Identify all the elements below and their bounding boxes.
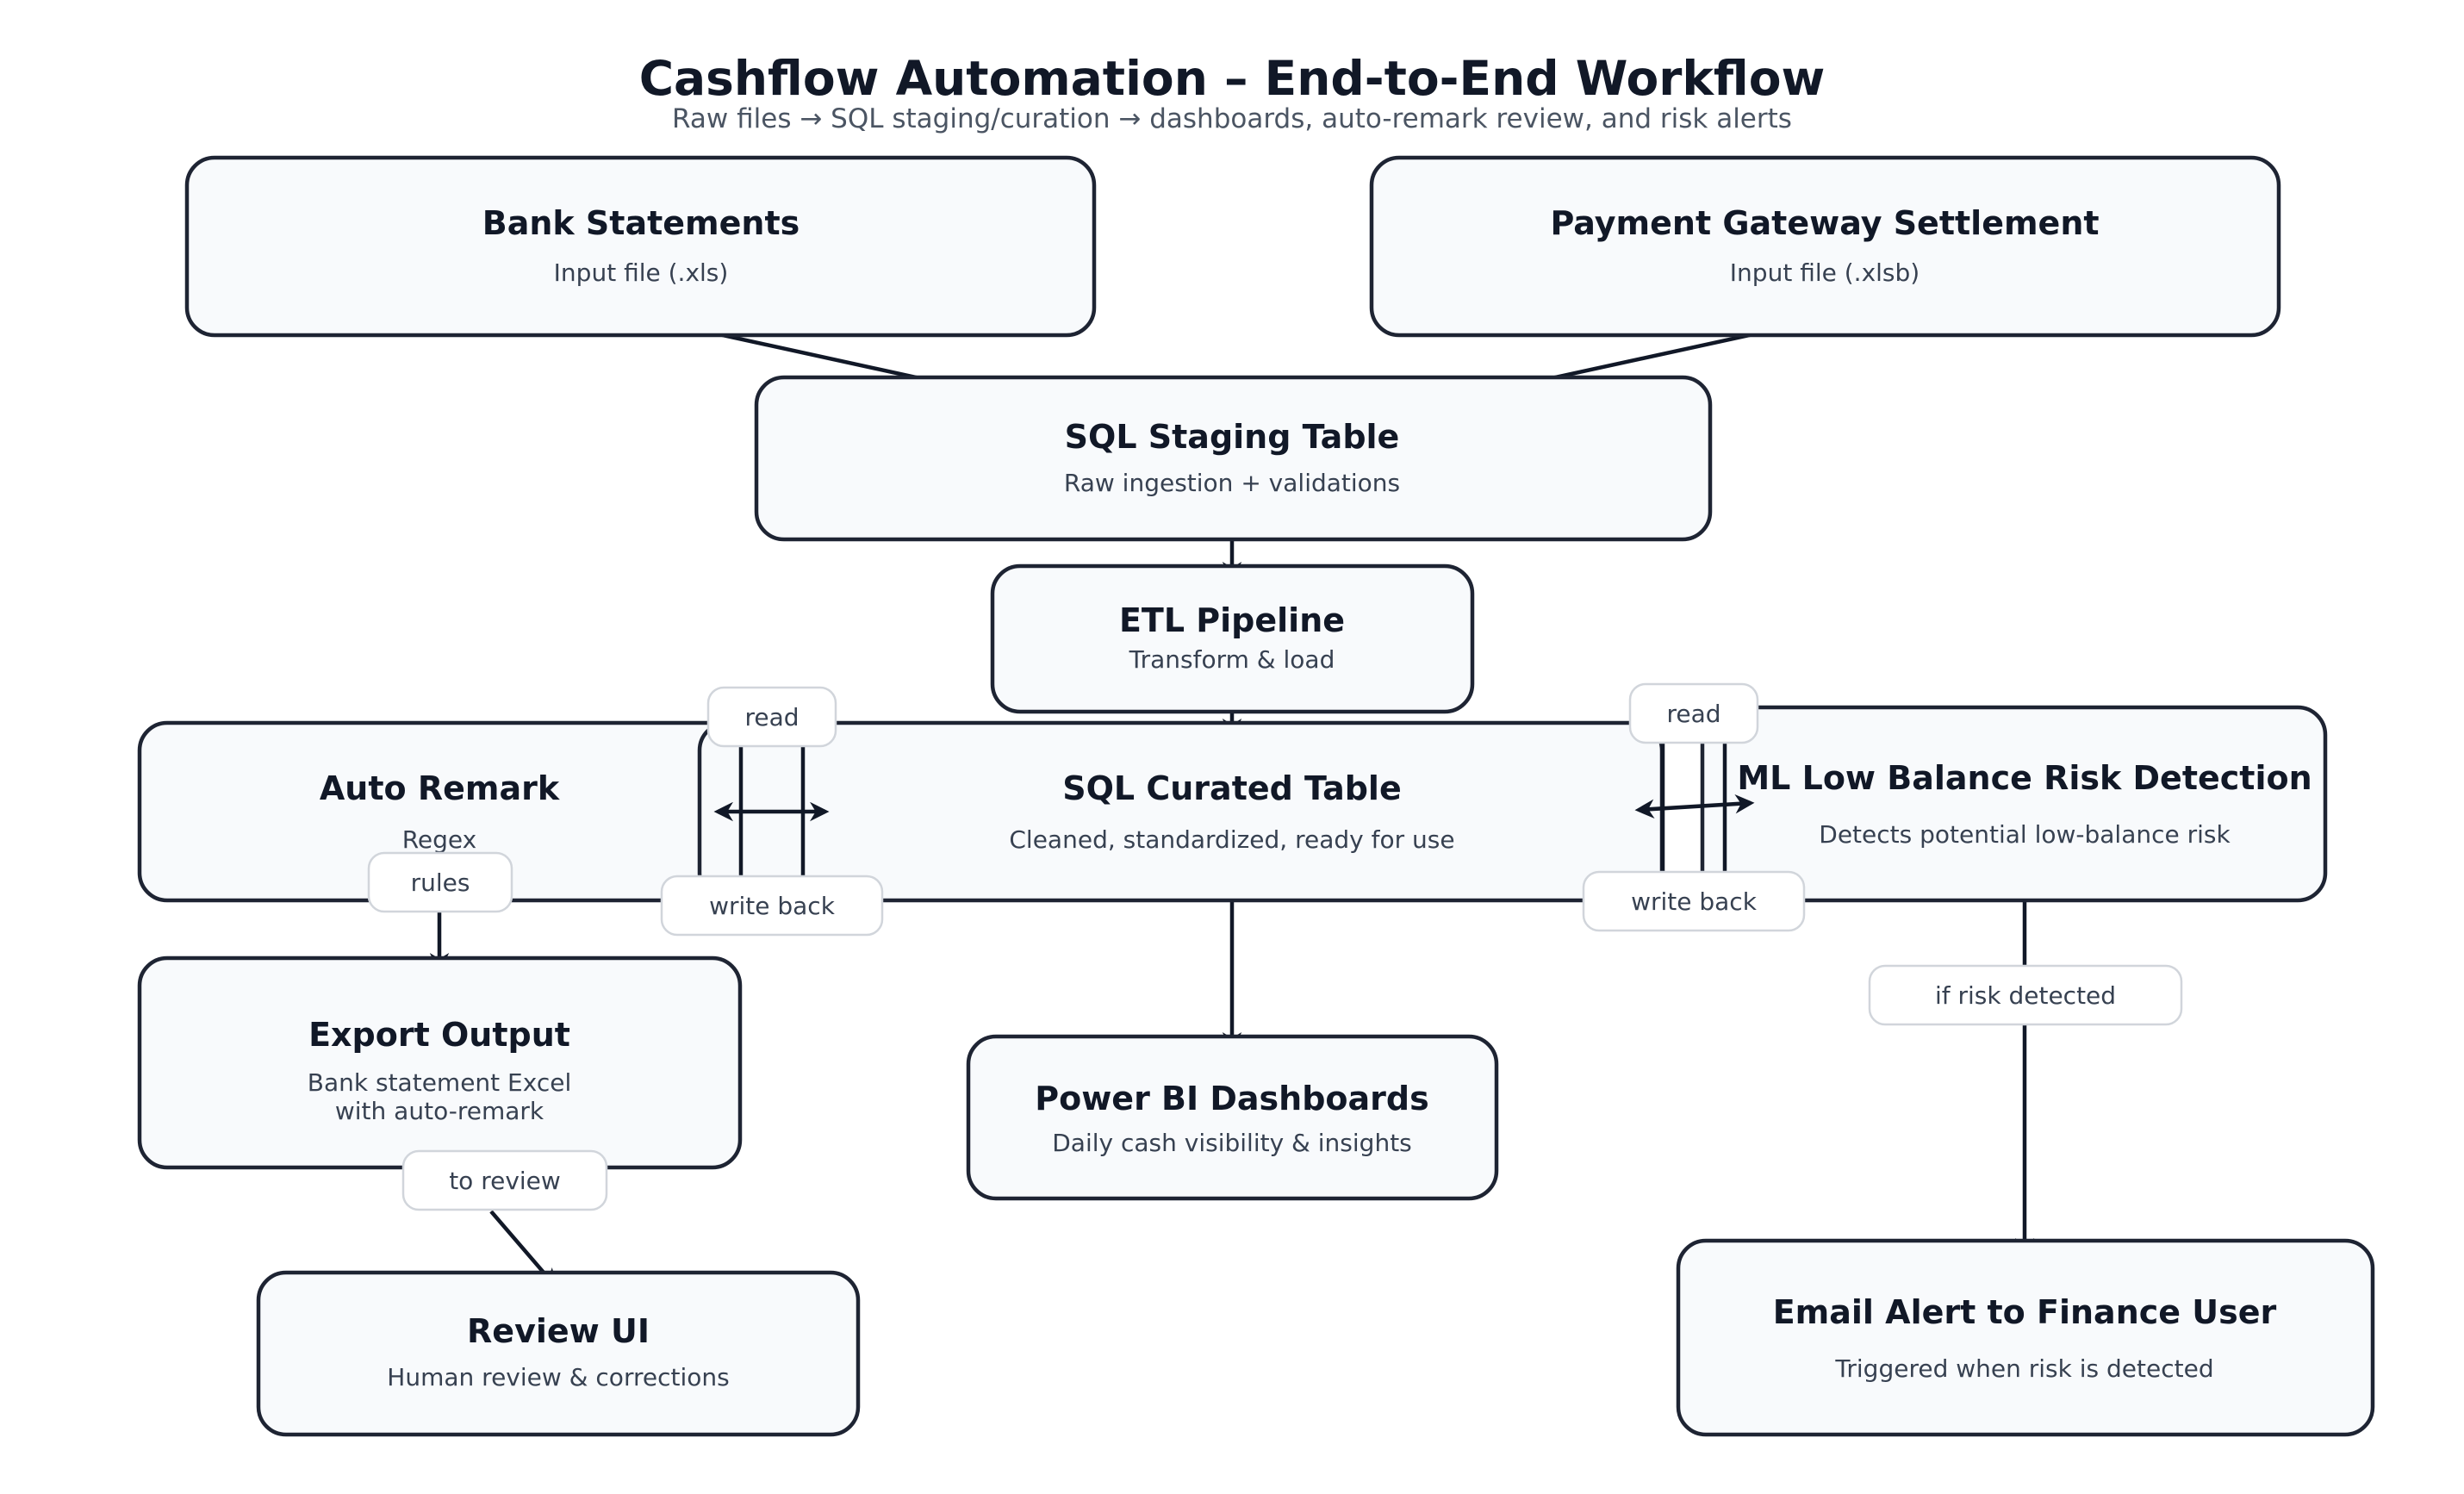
- node-export-output: Export Output Bank statement Excel with …: [137, 956, 743, 1170]
- node-email-alert: Email Alert to Finance User Triggered wh…: [1676, 1238, 2375, 1437]
- node-subtitle: Raw ingestion + validations: [1064, 469, 1400, 497]
- node-etl-pipeline: ETL Pipeline Transform & load: [990, 563, 1475, 714]
- edge-label-ml-write-back: write back: [1582, 870, 1806, 932]
- node-payment-gateway: Payment Gateway Settlement Input file (.…: [1369, 155, 2281, 338]
- node-sql-staging: SQL Staging Table Raw ingestion + valida…: [754, 375, 1713, 542]
- edge-label-to-review: to review: [401, 1149, 608, 1211]
- node-subtitle: Triggered when risk is detected: [1834, 1354, 2213, 1383]
- node-subtitle: Input file (.xls): [554, 258, 729, 287]
- diagram-title: Cashflow Automation – End-to-End Workflo…: [639, 51, 1826, 106]
- diagram-subtitle: Raw files → SQL staging/curation → dashb…: [672, 103, 1792, 134]
- edge-label-text: write back: [709, 892, 836, 920]
- edge-ml-curated-double: [1634, 794, 1755, 819]
- node-subtitle-line2: with auto-remark: [335, 1097, 544, 1125]
- node-subtitle: Detects potential low-balance risk: [1819, 820, 2231, 849]
- connector-edges: [713, 734, 1755, 879]
- node-power-bi: Power BI Dashboards Daily cash visibilit…: [966, 1034, 1499, 1201]
- node-subtitle: Regex: [402, 825, 477, 854]
- node-title: SQL Curated Table: [1062, 769, 1401, 807]
- node-subtitle-line1: Bank statement Excel: [308, 1068, 571, 1097]
- node-title: Power BI Dashboards: [1035, 1080, 1429, 1117]
- node-title: SQL Staging Table: [1065, 418, 1400, 456]
- edge-label-text: rules: [411, 868, 470, 897]
- node-title: Export Output: [308, 1016, 570, 1054]
- node-sql-curated: SQL Curated Table Cleaned, standardized,…: [697, 720, 1664, 903]
- node-title: Auto Remark: [320, 769, 560, 807]
- edge-label-rules: rules: [367, 851, 513, 913]
- node-title: ETL Pipeline: [1119, 601, 1345, 639]
- node-subtitle: Human review & corrections: [387, 1363, 729, 1391]
- edge-label-text: to review: [449, 1167, 561, 1195]
- node-subtitle: Transform & load: [1129, 645, 1335, 674]
- node-subtitle: Cleaned, standardized, ready for use: [1009, 825, 1454, 854]
- edge-label-text: read: [744, 703, 799, 731]
- edge-label-remark-write-back: write back: [660, 875, 884, 937]
- node-ml-risk: ML Low Balance Risk Detection Detects po…: [1700, 705, 2328, 903]
- node-bank-statements: Bank Statements Input file (.xls): [184, 155, 1097, 338]
- node-title: Payment Gateway Settlement: [1550, 204, 2099, 242]
- edge-label-ml-read: read: [1628, 682, 1759, 744]
- edge-label-text: if risk detected: [1935, 981, 2116, 1010]
- node-title: Review UI: [467, 1312, 650, 1350]
- edge-label-if-risk-detected: if risk detected: [1868, 964, 2183, 1026]
- node-title: Bank Statements: [482, 204, 800, 242]
- node-review-ui: Review UI Human review & corrections: [256, 1270, 861, 1437]
- edge-label-text: write back: [1631, 887, 1758, 916]
- node-title: Email Alert to Finance User: [1773, 1293, 2277, 1331]
- edge-label-text: read: [1666, 700, 1720, 728]
- node-subtitle: Daily cash visibility & insights: [1052, 1129, 1412, 1157]
- node-subtitle: Input file (.xlsb): [1730, 258, 1920, 287]
- node-title: ML Low Balance Risk Detection: [1737, 759, 2312, 797]
- edge-label-remark-read: read: [706, 686, 837, 748]
